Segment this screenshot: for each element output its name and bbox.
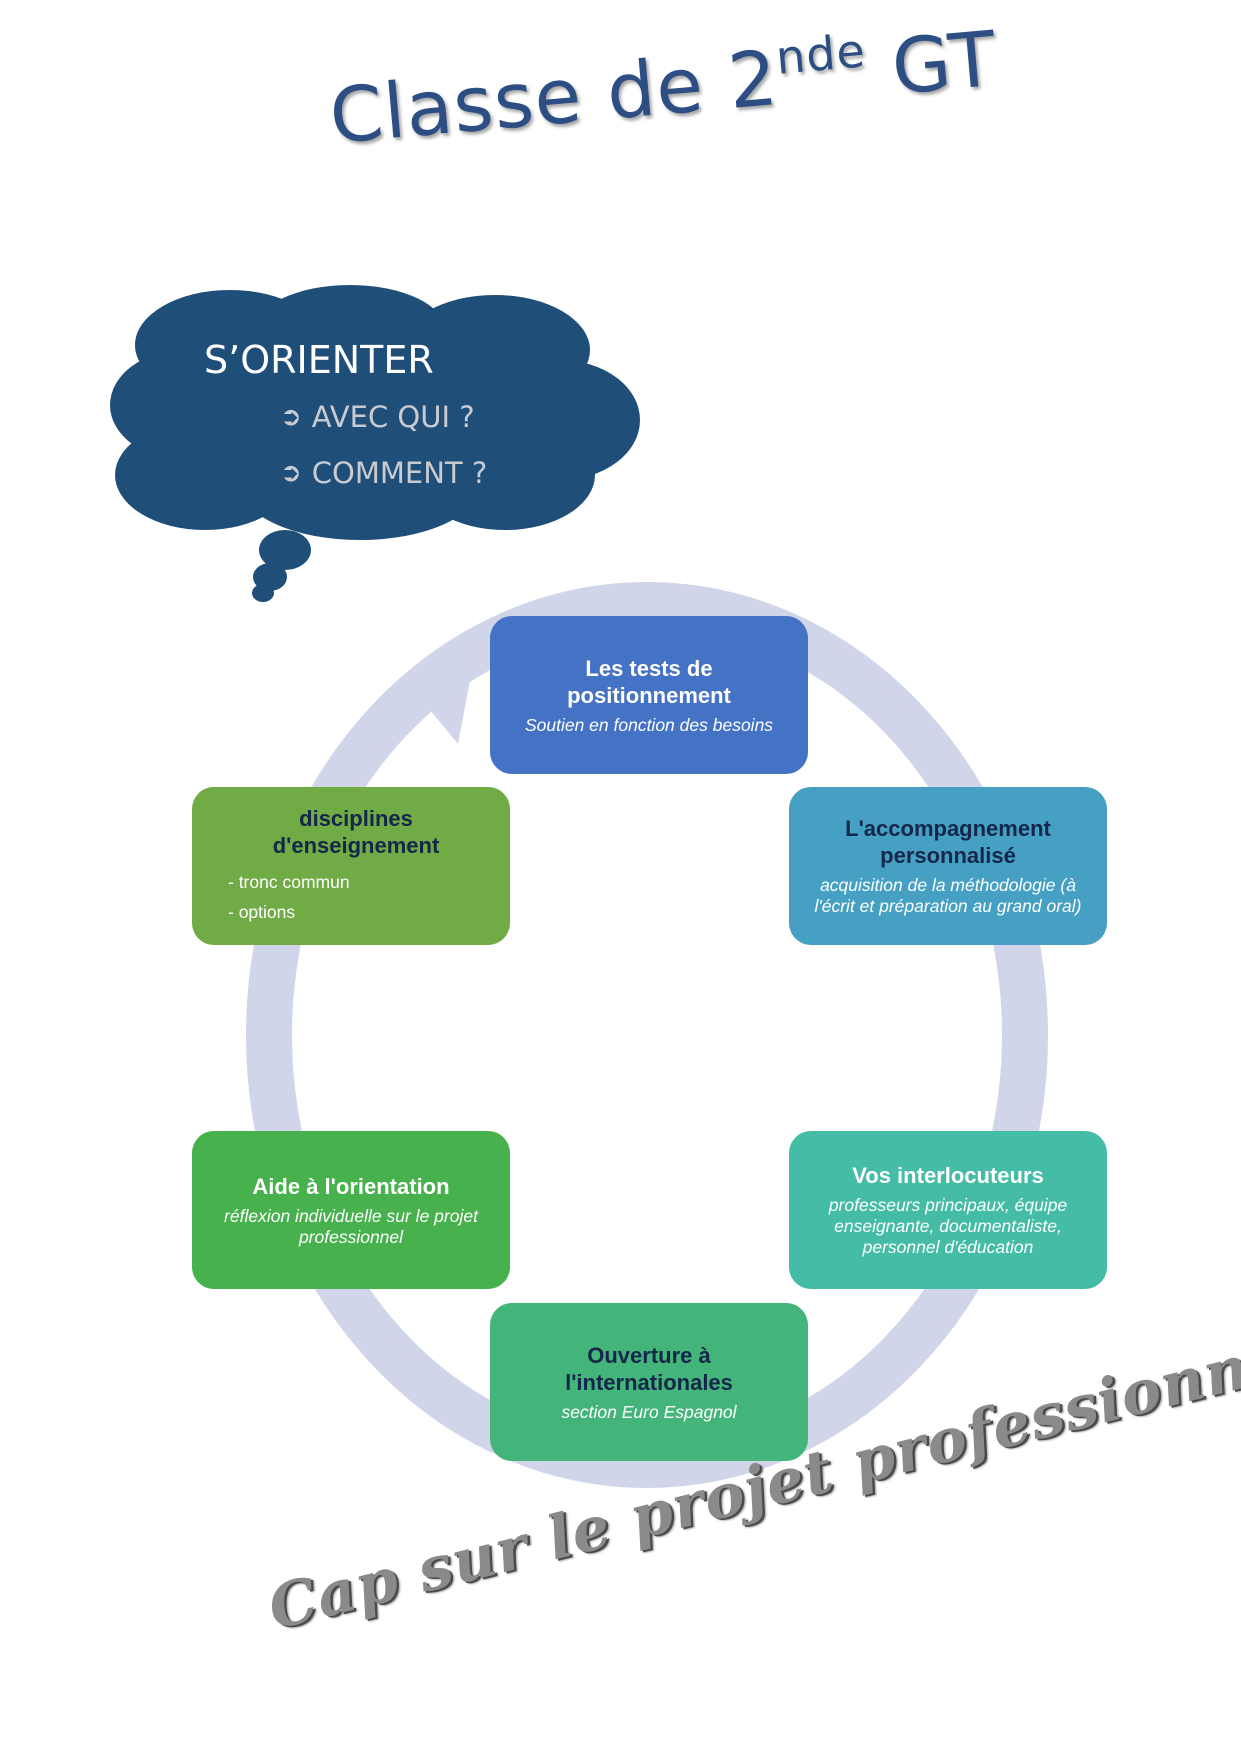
cloud-question-1: ➲ AVEC QUI ?: [280, 400, 475, 434]
step-title: L'accompagnement personnalisé: [845, 816, 1051, 868]
cycle-step-positioning-tests: Les tests de positionnement Soutien en f…: [490, 616, 808, 774]
cycle-ring-track: [246, 582, 1048, 1488]
step-title: Aide à l'orientation: [252, 1173, 450, 1199]
cloud-question-label: COMMENT ?: [311, 456, 488, 490]
cycle-step-teaching-subjects: disciplines d'enseignement - tronc commu…: [192, 787, 510, 945]
step-title: disciplines d'enseignement: [272, 806, 440, 858]
step-title: Vos interlocuteurs: [852, 1163, 1044, 1188]
arrow-right-icon: ➲: [280, 458, 302, 488]
thought-cloud: [110, 285, 640, 602]
list-item: - options: [228, 902, 296, 922]
step-subtitle: Soutien en fonction des besoins: [524, 714, 774, 735]
cloud-heading: S’ORIENTER: [204, 338, 434, 382]
cycle-step-contacts: Vos interlocuteurs professeurs principau…: [789, 1131, 1107, 1289]
step-title: Les tests de positionnement: [567, 655, 731, 708]
cycle-step-orientation-help: Aide à l'orientation réflexion individue…: [192, 1131, 510, 1289]
cloud-question-label: AVEC QUI ?: [311, 400, 475, 434]
step-subtitle: section Euro Espagnol: [561, 1401, 737, 1422]
step-item-list: - tronc commun - options: [216, 867, 350, 927]
list-item: - tronc commun: [228, 872, 350, 892]
cycle-step-personal-support: L'accompagnement personnalisé acquisitio…: [789, 787, 1107, 945]
step-subtitle: acquisition de la méthodologie (à l'écri…: [814, 875, 1082, 916]
cycle-step-international: Ouverture à l'internationales section Eu…: [490, 1303, 808, 1461]
arrow-right-icon: ➲: [280, 402, 302, 432]
cycle-arrowhead-icon: [412, 680, 470, 744]
cloud-question-2: ➲ COMMENT ?: [280, 456, 487, 490]
step-title: Ouverture à l'internationales: [565, 1342, 733, 1395]
step-subtitle: réflexion individuelle sur le projet pro…: [224, 1205, 478, 1247]
step-subtitle: professeurs principaux, équipe enseignan…: [828, 1195, 1068, 1257]
